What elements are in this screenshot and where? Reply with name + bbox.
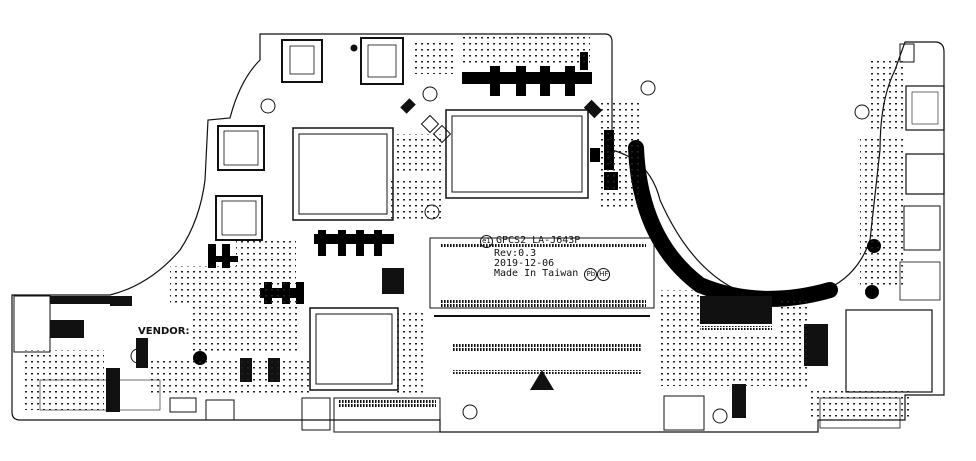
board-model: GPCS2 LA-J643P	[496, 235, 581, 246]
mounting-holes	[130, 44, 870, 424]
board-origin: Made In Taiwan	[494, 268, 579, 279]
board-date: 2019-12-06	[494, 258, 555, 269]
vendor-label: VENDOR:	[138, 326, 190, 337]
memory-slot	[429, 237, 655, 390]
fan-duct	[628, 140, 838, 307]
board-revision: Rev:0.3	[494, 248, 537, 259]
right-io	[899, 43, 945, 301]
halogen-free-icon: HF	[597, 268, 611, 281]
pb-free-icon: Pb	[584, 268, 598, 281]
e1-logo-icon: e1	[480, 235, 493, 248]
top-chips	[215, 37, 404, 241]
rotated-parts	[400, 98, 603, 144]
passives	[24, 36, 910, 418]
board-outline	[11, 33, 945, 433]
